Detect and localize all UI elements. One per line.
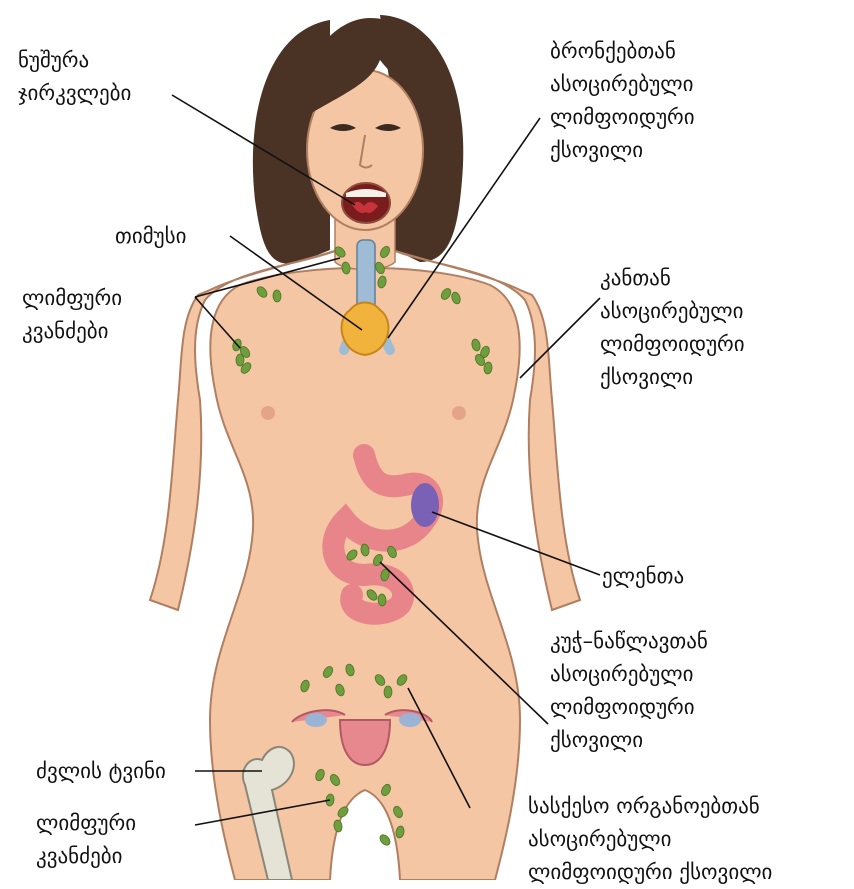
line-lymph-top-1 — [195, 258, 340, 297]
label-bronchial: ბრონქებთან ასოცირებული ლიმფოიდური ქსოვილ… — [550, 35, 695, 167]
line-spleen — [432, 512, 600, 575]
label-tonsils: ნუშურა ჯირკვლები — [18, 44, 131, 110]
label-bone-marrow: ძვლის ტვინი — [36, 755, 166, 788]
line-skin — [520, 298, 600, 378]
label-gut-assoc: კუჭ–ნაწლავთან ასოცირებული ლიმფოიდური ქსო… — [550, 625, 708, 757]
line-lymph-bottom — [195, 800, 330, 825]
label-spleen: ელენთა — [602, 560, 684, 593]
label-lymph-nodes-top: ლიმფური კვანძები — [22, 282, 122, 348]
line-bronchial — [388, 118, 540, 338]
label-lymph-nodes-bottom: ლიმფური კვანძები — [36, 807, 136, 873]
label-skin-assoc: კანთან ასოცირებული ლიმფოიდური ქსოვილი — [600, 262, 745, 394]
line-gut — [380, 562, 548, 724]
line-lymph-top-2 — [195, 297, 240, 348]
line-genital — [408, 688, 470, 808]
label-thymus: თიმუსი — [115, 220, 186, 253]
label-genital-assoc: სასქესო ორგანოებთან ასოცირებული ლიმფოიდუ… — [528, 790, 772, 889]
line-tonsils — [172, 95, 355, 205]
